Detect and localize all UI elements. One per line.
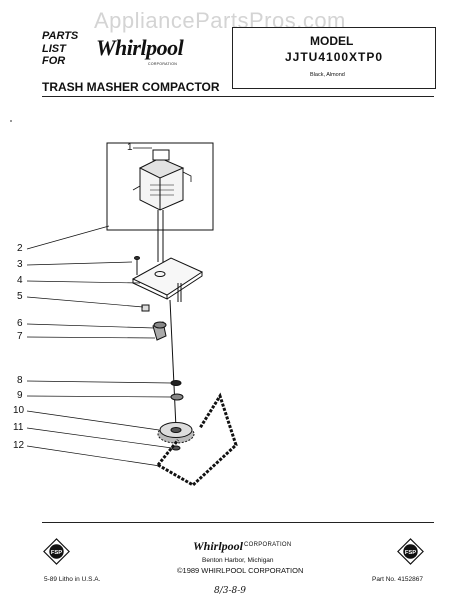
callout-11: 11 [13,422,24,433]
fsp-badge-right: FSP [397,538,424,565]
screw-part [134,256,140,275]
fsp-badge-left: FSP [43,538,70,565]
callout-4: 4 [17,275,23,286]
parts-line: PARTS [42,30,79,42]
sprocket [157,422,195,444]
header-divider [42,96,434,97]
watermark: AppliancePartsPros.com [94,8,346,33]
callout-10: 10 [13,405,25,416]
coupling-part [152,321,167,341]
scan-speck [10,120,12,122]
footer-corporation: CORPORATION [244,542,292,548]
drive-shaft [169,299,177,429]
callout-3: 3 [17,259,23,270]
list-line: LIST [42,42,66,55]
footer-divider [42,522,434,523]
model-label: MODEL [310,34,354,48]
motor [132,149,192,211]
fsp-badge-right-text: FSP [405,550,416,556]
callout-7: 7 [17,331,23,342]
handwritten-note: 8/3-8-9 [214,586,247,596]
mounting-plate [131,257,204,302]
callout-1: 1 [127,142,133,153]
logo-corporation-text: CORPORATION [148,62,178,66]
footer-copyright: ©1989 WHIRLPOOL CORPORATION [177,566,304,575]
callout-5: 5 [17,291,23,302]
callout-8: 8 [17,375,23,386]
motor-enclosure-outline [106,142,214,231]
callout-2: 2 [17,243,23,254]
footer-part-number: Part No. 4152867 [372,576,423,583]
callout-9: 9 [17,390,23,401]
drive-chain [156,392,238,487]
whirlpool-logo: Whirlpool [96,35,184,60]
callout-6: 6 [17,318,23,329]
nut-part [141,304,150,312]
callout-leaders [26,147,173,467]
for-line: FOR [42,55,66,67]
footer-whirlpool-logo: Whirlpool [193,539,244,553]
footer-address: Benton Harbor, Michigan [202,557,274,564]
model-box [232,27,436,89]
model-colors: Black, Almond [310,72,345,78]
product-title: TRASH MASHER COMPACTOR [42,80,220,94]
fsp-badge-left-text: FSP [51,550,62,556]
washer-8 [170,380,182,386]
model-number: JJTU4100XTP0 [285,50,384,64]
washer-9 [170,393,184,401]
footer-litho: 5-89 Litho in U.S.A. [44,576,101,583]
callout-12: 12 [13,440,25,451]
parts-list-heading: PARTS LIST FOR [42,30,78,68]
